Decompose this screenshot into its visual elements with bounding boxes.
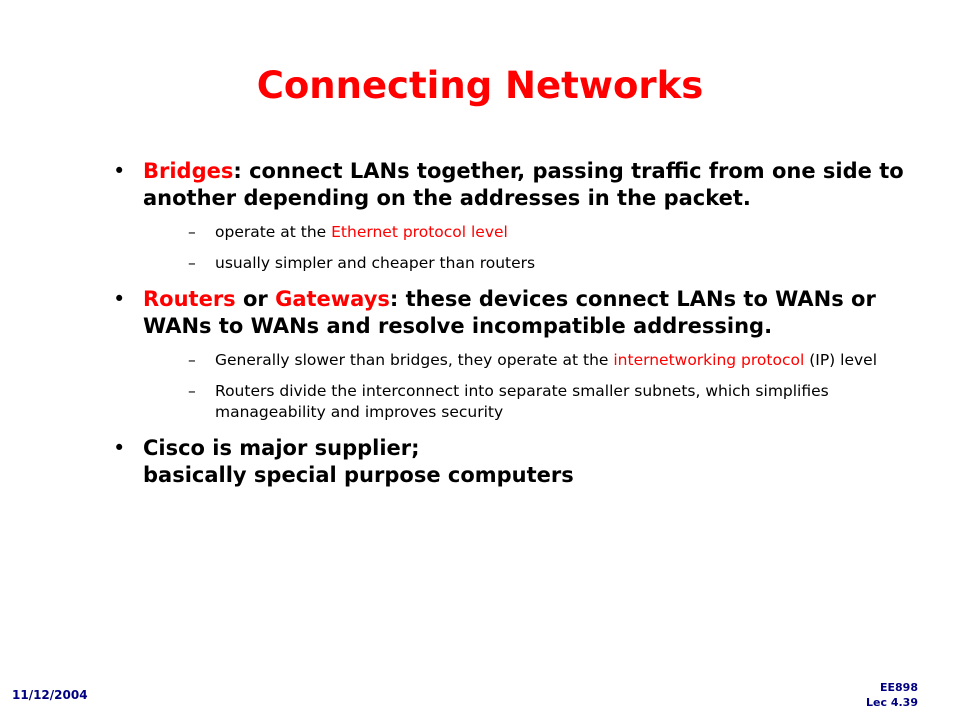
term-gateways: Gateways xyxy=(275,287,390,311)
bullet-routers: Routers or Gateways: these devices conne… xyxy=(110,286,910,423)
lecture-number: Lec 4.39 xyxy=(866,696,918,709)
sub-text: operate at the xyxy=(215,223,332,241)
slide-body: Bridges: connect LANs together, passing … xyxy=(110,158,910,501)
footer-course-info: EE898 Lec 4.39 xyxy=(866,680,918,710)
footer-date: 11/12/2004 xyxy=(12,688,88,702)
sub-bullet: – Generally slower than bridges, they op… xyxy=(143,350,910,371)
sub-bullet: – operate at the Ethernet protocol level xyxy=(143,222,910,243)
sub-text: (IP) level xyxy=(804,351,878,369)
dash-marker: – xyxy=(188,254,196,272)
sub-bullet: – usually simpler and cheaper than route… xyxy=(143,253,910,274)
highlight-text: Ethernet protocol level xyxy=(331,223,508,241)
bullet-text: basically special purpose computers xyxy=(143,463,574,487)
bullet-text: Cisco is major supplier; xyxy=(143,436,420,460)
dash-marker: – xyxy=(188,223,196,241)
dash-marker: – xyxy=(188,351,196,369)
dash-marker: – xyxy=(188,382,196,400)
bullet-bridges: Bridges: connect LANs together, passing … xyxy=(110,158,910,274)
bullet-text: : connect LANs together, passing traffic… xyxy=(143,159,904,210)
sub-text: usually simpler and cheaper than routers xyxy=(215,254,536,272)
slide-title: Connecting Networks xyxy=(256,64,704,107)
term-routers: Routers xyxy=(143,287,236,311)
bullet-text: : these devices connect LANs to WANs or … xyxy=(143,287,876,338)
sub-text: Generally slower than bridges, they oper… xyxy=(215,351,614,369)
course-code: EE898 xyxy=(880,681,918,694)
sub-text: Routers divide the interconnect into sep… xyxy=(215,382,829,421)
bullet-text: or xyxy=(235,287,276,311)
sub-bullet: – Routers divide the interconnect into s… xyxy=(143,381,910,423)
highlight-text: internetworking protocol xyxy=(613,351,805,369)
bullet-cisco: Cisco is major supplier; basically speci… xyxy=(110,435,910,489)
term-bridges: Bridges xyxy=(143,159,234,183)
